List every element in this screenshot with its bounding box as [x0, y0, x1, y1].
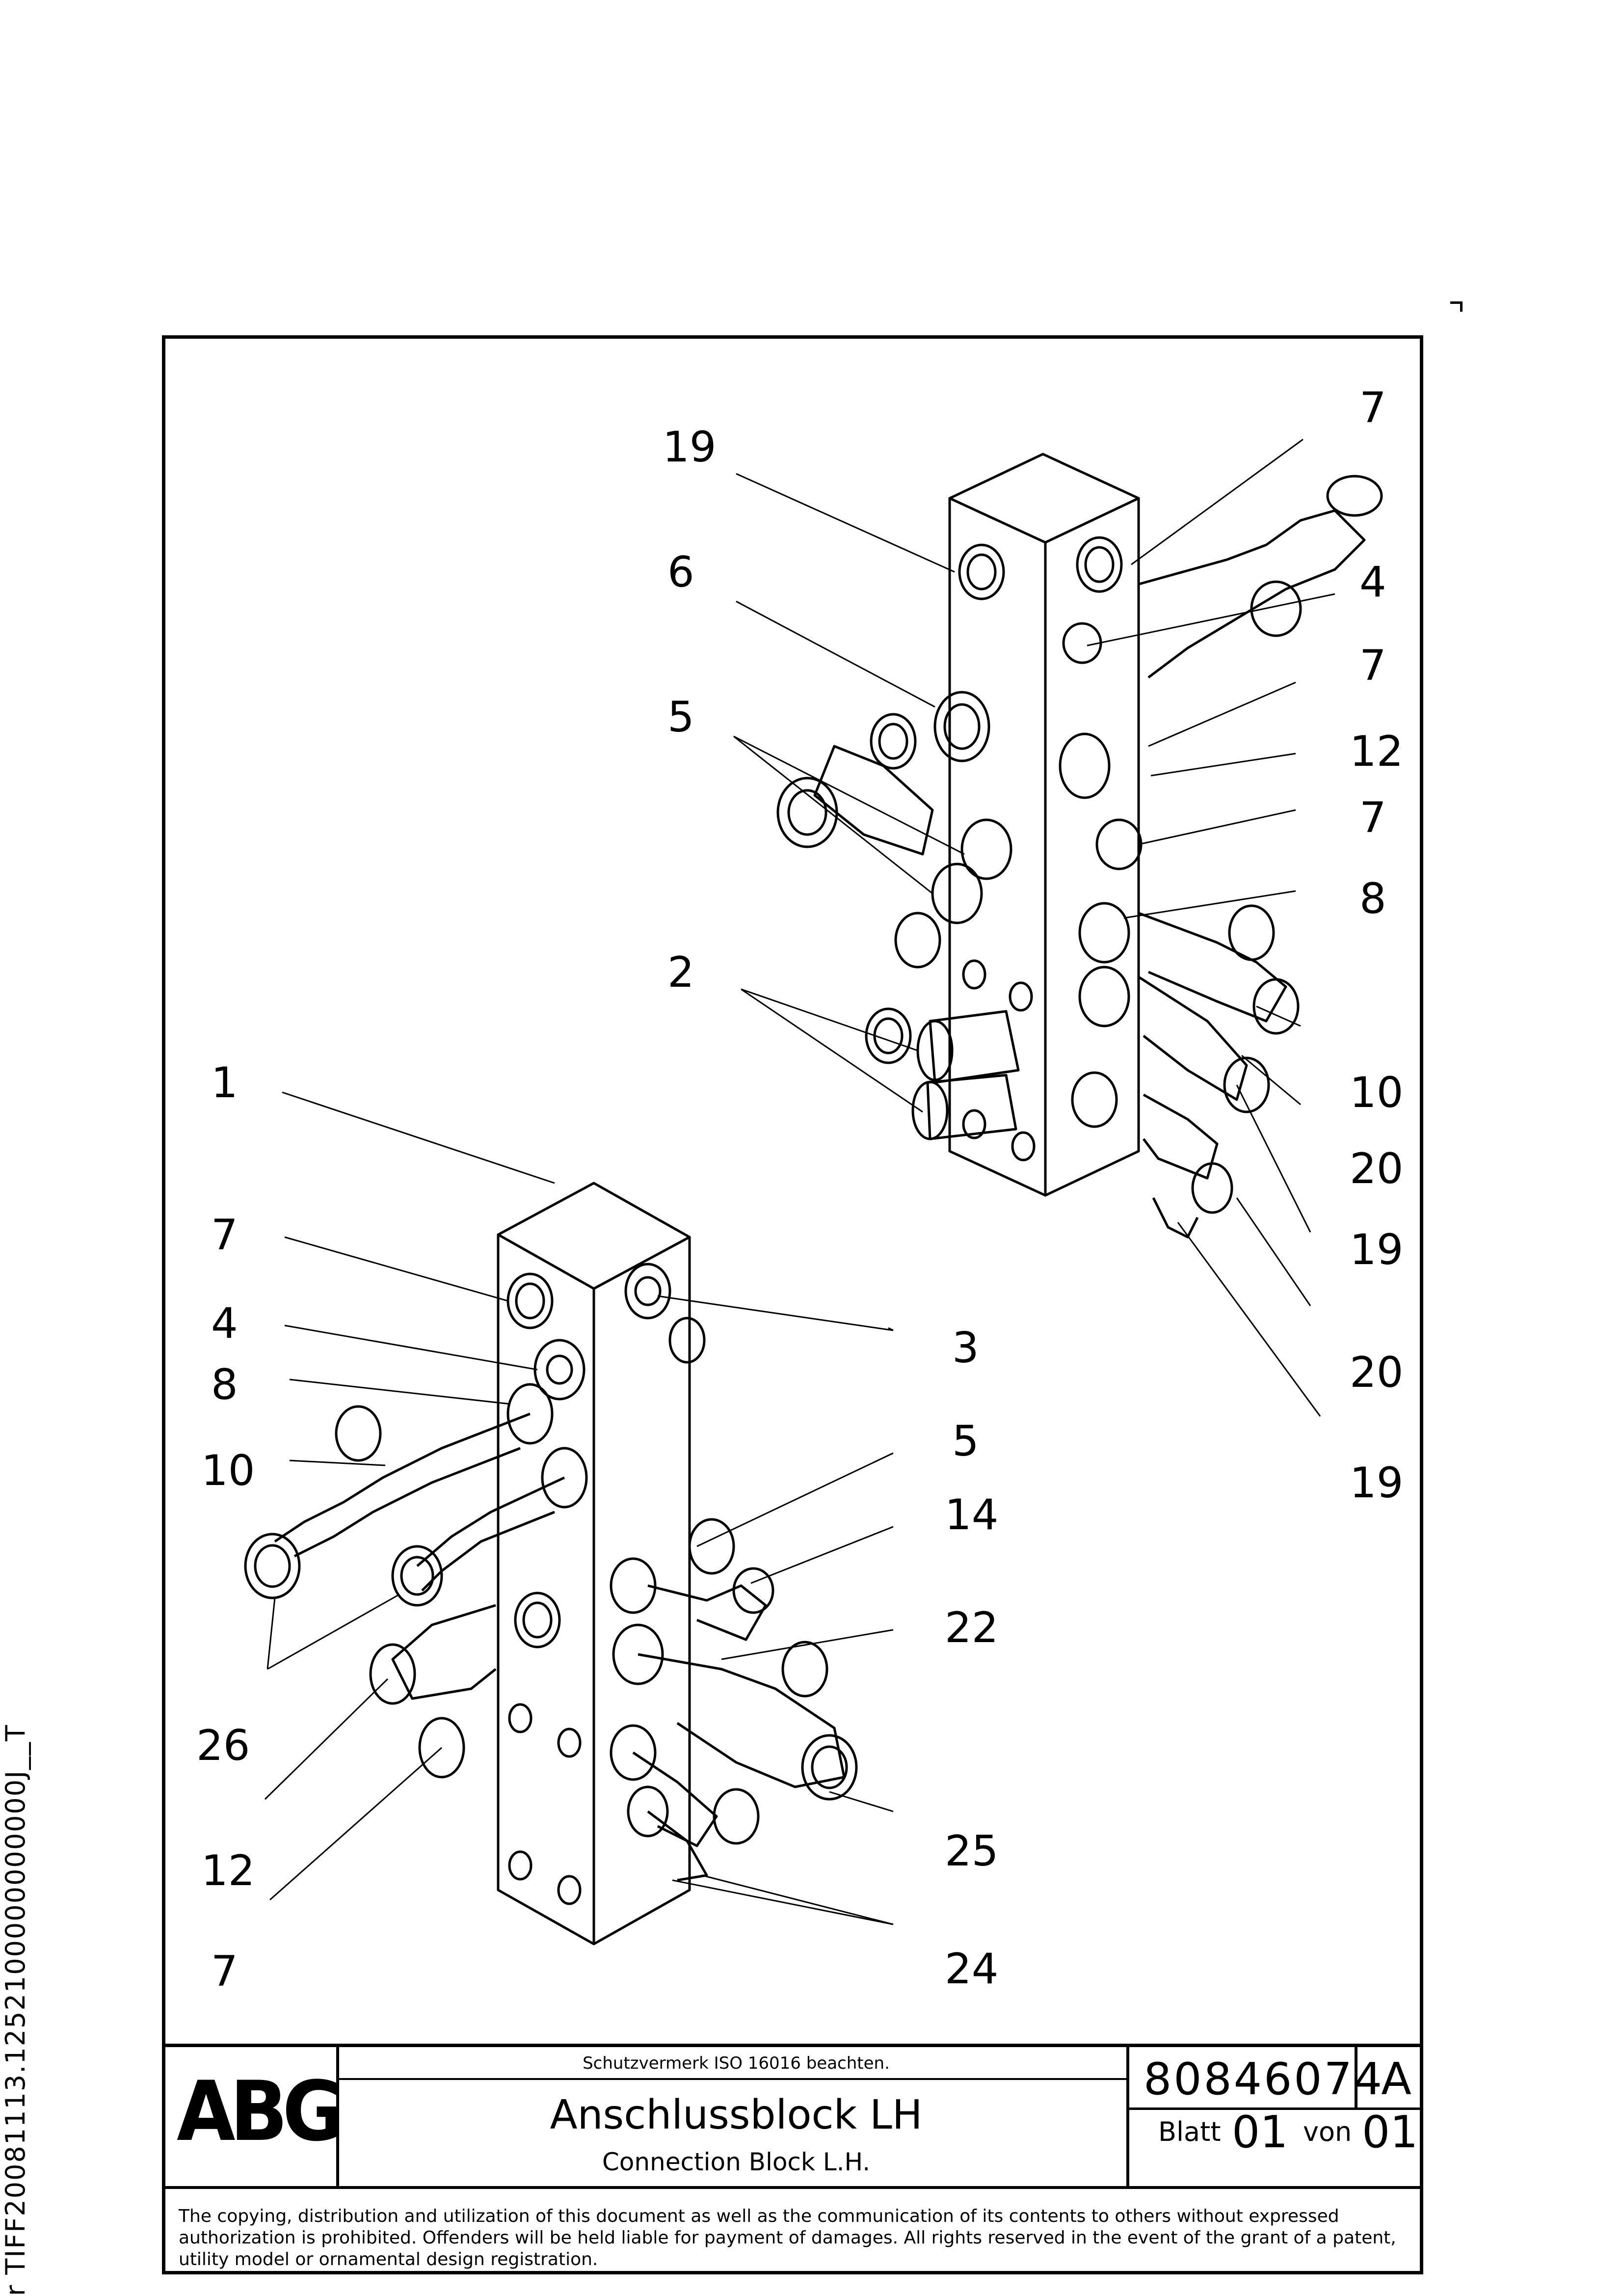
callout-5-lower: 5 [952, 1417, 979, 1466]
title-block: ABG Schutzvermerk ISO 16016 beachten. An… [162, 2044, 1423, 2274]
upper-connection-block [776, 453, 1383, 1239]
callout-12-upper: 12 [1350, 727, 1403, 776]
callout-10-lower: 10 [201, 1446, 255, 1495]
callout-26: 26 [196, 1721, 250, 1770]
callout-8-lower: 8 [211, 1360, 238, 1409]
title-block-note-rule [336, 2078, 1127, 2080]
callout-19-b: 19 [1350, 1459, 1403, 1508]
title-block-number-divider [1126, 2044, 1129, 2187]
callout-3: 3 [952, 1324, 979, 1373]
callout-7-d: 7 [211, 1211, 238, 1260]
title-block-copyright-rule [162, 2186, 1423, 2189]
callout-8-upper: 8 [1359, 874, 1386, 923]
drawing-title-german: Anschlussblock LH [550, 2092, 923, 2138]
leader-lines [264, 438, 1335, 1925]
sheet-number: 01 [1232, 2107, 1288, 2158]
drawing-frame [162, 335, 1423, 2274]
callout-labels: 19 6 5 2 7 4 7 12 7 8 10 20 19 20 19 1 7… [196, 383, 1403, 1996]
callout-19-a: 19 [1350, 1225, 1403, 1274]
title-block-revision-divider [1355, 2044, 1357, 2107]
callout-19-upper: 19 [663, 423, 716, 472]
callout-20-b: 20 [1350, 1348, 1403, 1397]
title-block-logo-divider [336, 2044, 339, 2187]
callout-4-lower: 4 [211, 1299, 238, 1348]
callout-24: 24 [945, 1945, 998, 1994]
revision-letter: A [1381, 2053, 1411, 2105]
callout-7-c: 7 [1359, 793, 1386, 842]
sheet-label: Blatt [1158, 2116, 1221, 2147]
drawing-title-english: Connection Block L.H. [602, 2148, 871, 2176]
callout-22: 22 [945, 1603, 998, 1652]
protection-note: Schutzvermerk ISO 16016 beachten. [583, 2053, 890, 2073]
callout-12-lower: 12 [201, 1846, 255, 1895]
copyright-notice: The copying, distribution and utilizatio… [179, 2206, 1396, 2269]
lower-connection-block [244, 1182, 858, 1945]
sheet-corner-mark [1450, 301, 1463, 312]
callout-14: 14 [945, 1490, 998, 1540]
callout-6: 6 [667, 548, 694, 597]
callout-4-upper: 4 [1359, 558, 1386, 607]
callout-25: 25 [945, 1827, 998, 1876]
drawing-number: 80846074 [1144, 2053, 1384, 2105]
callout-7-b: 7 [1359, 641, 1386, 690]
callout-10-upper: 10 [1350, 1068, 1403, 1117]
callout-20-a: 20 [1350, 1144, 1403, 1193]
callout-7-a: 7 [1359, 383, 1386, 432]
callout-1: 1 [211, 1058, 238, 1107]
callout-5-upper: 5 [667, 693, 694, 742]
callout-2: 2 [667, 948, 694, 997]
title-block-sheet-rule [1126, 2107, 1423, 2110]
of-label: von [1303, 2116, 1352, 2147]
callout-7-e: 7 [211, 1947, 238, 1996]
abg-logo: ABG [177, 2063, 345, 2160]
title-block-top-rule [162, 2044, 1423, 2047]
sheet-total: 01 [1362, 2107, 1418, 2158]
